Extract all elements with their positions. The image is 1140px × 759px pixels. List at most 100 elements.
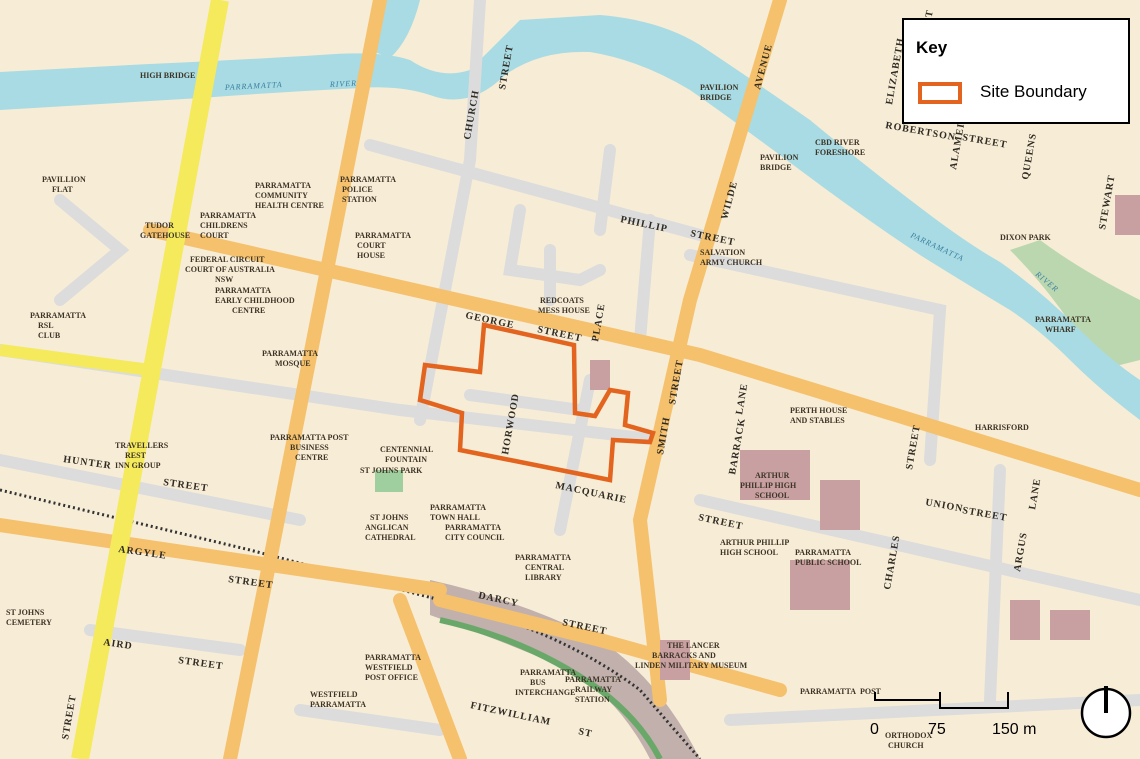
svg-text:CATHEDRAL: CATHEDRAL: [365, 533, 416, 542]
svg-text:HOUSE: HOUSE: [357, 251, 385, 260]
svg-text:STATION: STATION: [342, 195, 377, 204]
highway-ramp: [0, 344, 151, 376]
svg-text:CENTRAL: CENTRAL: [525, 563, 564, 572]
svg-text:TOWN HALL: TOWN HALL: [430, 513, 480, 522]
scale-bar: 0 75 150 m: [870, 692, 1036, 738]
svg-text:COMMUNITY: COMMUNITY: [255, 191, 308, 200]
rail-green-buffer: [439, 617, 663, 759]
svg-text:MESS HOUSE: MESS HOUSE: [538, 306, 590, 315]
svg-text:HARRISFORD: HARRISFORD: [975, 423, 1029, 432]
river: [0, 15, 1140, 420]
svg-text:CENTENNIAL: CENTENNIAL: [380, 445, 433, 454]
svg-text:BARRACKS AND: BARRACKS AND: [652, 651, 716, 660]
svg-text:COURT: COURT: [200, 231, 229, 240]
svg-text:PAVILLION: PAVILLION: [42, 175, 86, 184]
svg-text:LANE: LANE: [734, 382, 750, 415]
scale-label-75: 75: [928, 721, 946, 738]
svg-text:HIGH SCHOOL: HIGH SCHOOL: [720, 548, 778, 557]
svg-text:WHARF: WHARF: [1045, 325, 1076, 334]
svg-text:PARRAMATTA: PARRAMATTA: [445, 523, 501, 532]
svg-text:EARLY CHILDHOOD: EARLY CHILDHOOD: [215, 296, 295, 305]
svg-text:RIVER: RIVER: [329, 79, 358, 89]
svg-text:CEMETERY: CEMETERY: [6, 618, 52, 627]
svg-text:HEALTH CENTRE: HEALTH CENTRE: [255, 201, 324, 210]
svg-text:PARRAMATTA: PARRAMATTA: [365, 653, 421, 662]
svg-text:CHURCH: CHURCH: [888, 741, 924, 750]
svg-text:PARRAMATTA: PARRAMATTA: [1035, 315, 1091, 324]
svg-text:AND STABLES: AND STABLES: [790, 416, 845, 425]
north-arrow-icon: [1080, 686, 1132, 739]
svg-text:BUSINESS: BUSINESS: [290, 443, 329, 452]
svg-text:HIGH BRIDGE: HIGH BRIDGE: [140, 71, 195, 80]
svg-text:POST OFFICE: POST OFFICE: [365, 673, 418, 682]
svg-text:SCHOOL: SCHOOL: [755, 491, 789, 500]
key-title: Key: [916, 38, 948, 57]
svg-text:PARRAMATTA: PARRAMATTA: [215, 286, 271, 295]
park-area: [1010, 240, 1140, 370]
highway: [71, 0, 229, 759]
svg-text:INTERCHANGE: INTERCHANGE: [515, 688, 575, 697]
svg-text:WESTFIELD: WESTFIELD: [310, 690, 358, 699]
svg-text:PAVILION: PAVILION: [760, 153, 799, 162]
svg-text:LINDEN MILITARY MUSEUM: LINDEN MILITARY MUSEUM: [635, 661, 748, 670]
svg-text:BRIDGE: BRIDGE: [760, 163, 792, 172]
svg-text:POST: POST: [860, 687, 882, 696]
svg-text:SALVATION: SALVATION: [700, 248, 745, 257]
svg-text:ST: ST: [577, 726, 593, 740]
map-key: Key Site Boundary: [902, 18, 1130, 124]
svg-text:NSW: NSW: [215, 275, 233, 284]
svg-text:PARRAMATTA: PARRAMATTA: [355, 231, 411, 240]
scale-label-0: 0: [870, 721, 879, 738]
svg-text:AIRD: AIRD: [103, 637, 134, 652]
svg-text:THE LANCER: THE LANCER: [667, 641, 720, 650]
svg-text:MOSQUE: MOSQUE: [275, 359, 311, 368]
svg-text:PAVILION: PAVILION: [700, 83, 739, 92]
svg-text:DIXON PARK: DIXON PARK: [1000, 233, 1052, 242]
svg-text:STATION: STATION: [575, 695, 610, 704]
svg-text:BUS: BUS: [530, 678, 546, 687]
scale-label-150: 150 m: [992, 721, 1036, 738]
svg-text:RAILWAY: RAILWAY: [575, 685, 612, 694]
svg-text:PARRAMATTA: PARRAMATTA: [224, 80, 283, 92]
site-boundary: [417, 322, 656, 483]
svg-text:PERTH HOUSE: PERTH HOUSE: [790, 406, 847, 415]
svg-text:ARTHUR: ARTHUR: [755, 471, 790, 480]
rail-line: [0, 488, 702, 759]
svg-text:CBD RIVER: CBD RIVER: [815, 138, 860, 147]
svg-text:GATEHOUSE: GATEHOUSE: [140, 231, 190, 240]
svg-text:CENTRE: CENTRE: [232, 306, 265, 315]
svg-text:PARRAMATTA: PARRAMATTA: [515, 553, 571, 562]
svg-text:PARRAMATTA: PARRAMATTA: [200, 211, 256, 220]
svg-text:PARRAMATTA: PARRAMATTA: [310, 700, 366, 709]
svg-text:PARRAMATTA: PARRAMATTA: [340, 175, 396, 184]
svg-text:POLICE: POLICE: [342, 185, 373, 194]
svg-text:ST JOHNS: ST JOHNS: [370, 513, 409, 522]
svg-text:PHILLIP HIGH: PHILLIP HIGH: [740, 481, 797, 490]
svg-text:PARRAMATTA: PARRAMATTA: [255, 181, 311, 190]
buildings: [590, 195, 1140, 680]
rail-corridor: [430, 580, 700, 759]
svg-text:PARRAMATTA: PARRAMATTA: [565, 675, 621, 684]
svg-text:ORTHODOX: ORTHODOX: [885, 731, 933, 740]
svg-text:PARRAMATTA: PARRAMATTA: [520, 668, 576, 677]
svg-text:FOUNTAIN: FOUNTAIN: [385, 455, 427, 464]
key-entry-site-boundary: Site Boundary: [980, 82, 1087, 101]
park-area: [375, 470, 403, 492]
svg-text:ST JOHNS: ST JOHNS: [6, 608, 45, 617]
svg-text:RSL: RSL: [38, 321, 54, 330]
svg-text:COURT OF AUSTRALIA: COURT OF AUSTRALIA: [185, 265, 275, 274]
svg-text:ARTHUR PHILLIP: ARTHUR PHILLIP: [720, 538, 789, 547]
svg-text:CLUB: CLUB: [38, 331, 61, 340]
svg-text:PARRAMATTA: PARRAMATTA: [262, 349, 318, 358]
svg-text:BRIDGE: BRIDGE: [700, 93, 732, 102]
svg-text:LANE: LANE: [1027, 477, 1043, 510]
svg-text:COURT: COURT: [357, 241, 386, 250]
svg-text:TRAVELLERS: TRAVELLERS: [115, 441, 169, 450]
svg-text:ST JOHNS PARK: ST JOHNS PARK: [360, 466, 423, 475]
svg-text:CENTRE: CENTRE: [295, 453, 328, 462]
svg-text:PARRAMATTA POST: PARRAMATTA POST: [270, 433, 349, 442]
svg-text:ANGLICAN: ANGLICAN: [365, 523, 409, 532]
svg-text:LIBRARY: LIBRARY: [525, 573, 562, 582]
